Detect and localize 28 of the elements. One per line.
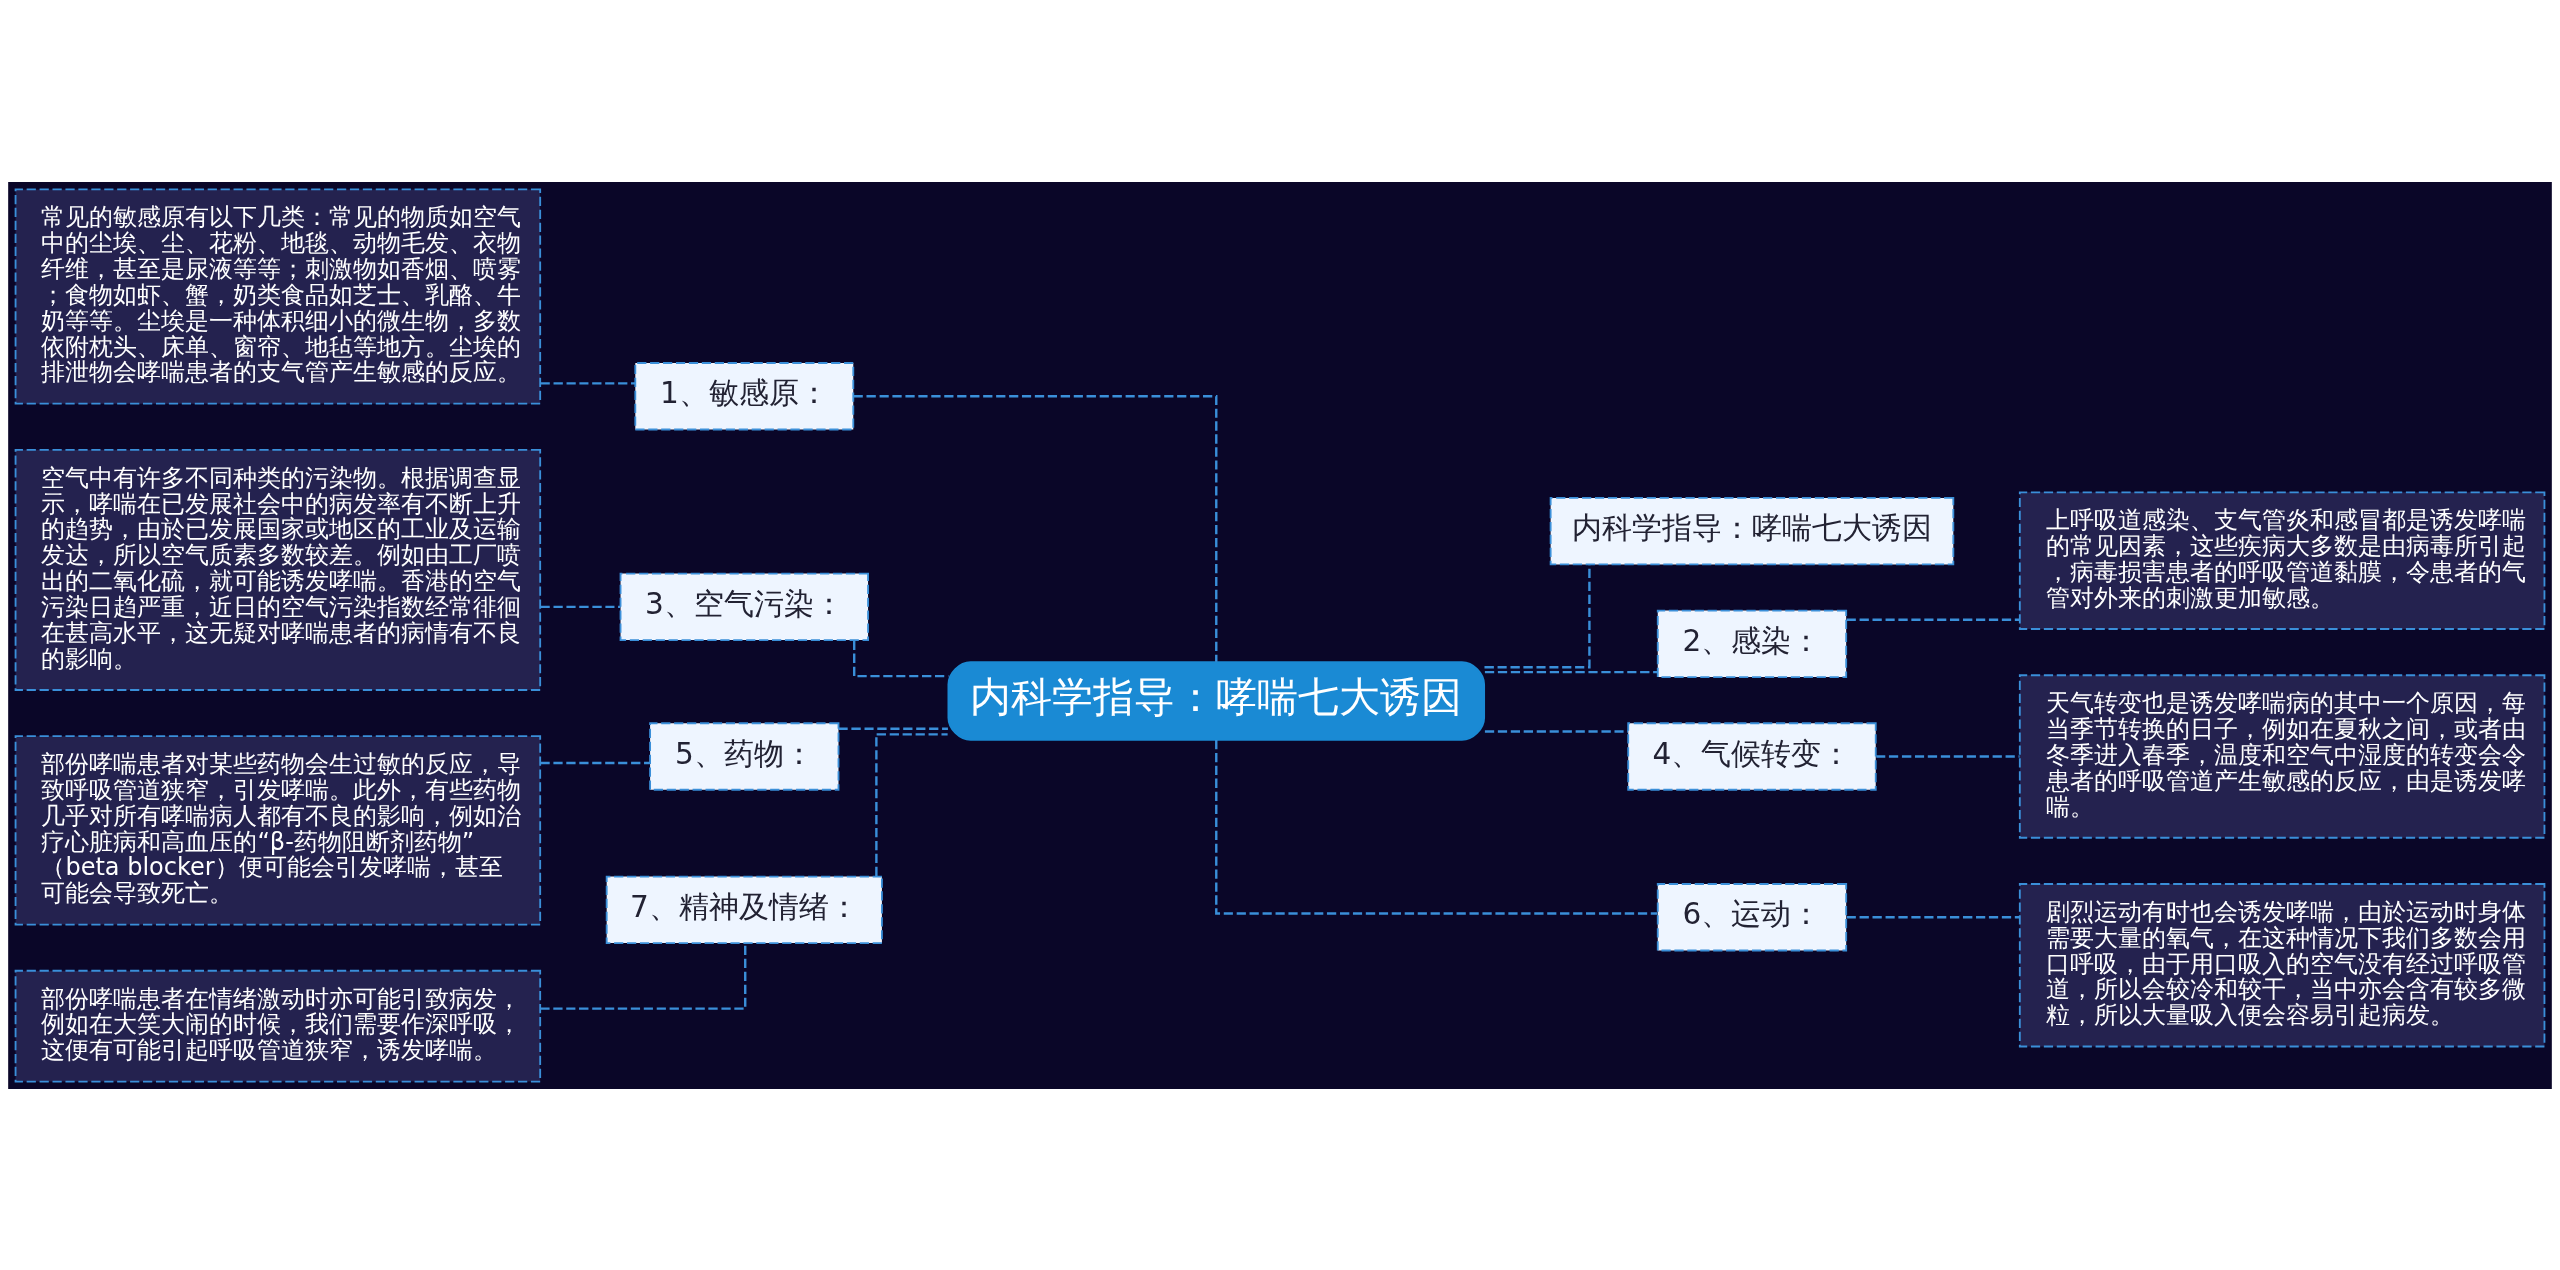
node-box: 部份哮喘患者对某些药物会生过敏的反应，导致呼吸管道狭窄，引发哮喘。此外，有些药物几乎对所有哮喘病人都有不良的影响，例如治疗心脏病和高血压的“β-药物阻断剂药物”（beta blocker）便可能会引发哮喘，甚至可能会导致死亡。 bbox=[14, 734, 542, 925]
connector bbox=[1876, 754, 2020, 758]
node-box: 6、运动： bbox=[1656, 882, 1848, 951]
node-box: 空气中有许多不同种类的污染物。根据调查显示，哮喘在已发展社会中的病发率有不断上升的趋势，由於已发展国家或地区的工业及运输发达，所以空气质素多数较差。例如由工厂喷出的二氧化硫，就可能诱发哮喘。香港的空气污染日趋严重，近日的空气污染指数经常徘徊在甚高水平，这无疑对哮喘患者的病情有不良的影响。 bbox=[14, 448, 542, 691]
node-box: 1、敏感原： bbox=[634, 361, 855, 430]
node-box: 内科学指导：哮喘七大诱因 bbox=[1549, 496, 1955, 565]
node-box: 3、空气污染： bbox=[619, 572, 869, 641]
connector bbox=[1215, 739, 1658, 915]
connector bbox=[1846, 915, 2020, 918]
node-box: 7、精神及情绪： bbox=[605, 875, 883, 944]
connector bbox=[1484, 670, 1658, 673]
node-box: 2、感染： bbox=[1656, 609, 1848, 678]
node-box: 天气转变也是诱发哮喘病的其中一个原因，每当季节转换的日子，例如在夏秋之间，或者由冬季进入春季，温度和空气中湿度的转变会令患者的呼吸管道产生敏感的反应，由是诱发哮喘。 bbox=[2018, 673, 2546, 839]
node-box: 4、气候转变： bbox=[1627, 721, 1877, 791]
connector bbox=[1484, 729, 1629, 733]
node-box: 5、药物： bbox=[649, 721, 840, 791]
connector bbox=[838, 727, 948, 730]
node-box: 上呼吸道感染、支气管炎和感冒都是诱发哮喘的常见因素，这些疾病大多数是由病毒所引起，病毒损害患者的呼吸管道黏膜，令患者的气管对外来的刺激更加敏感。 bbox=[2018, 490, 2546, 630]
connector bbox=[540, 381, 636, 385]
node-box: 剧烈运动有时也会诱发哮喘，由於运动时身体需要大量的氧气，在这种情况下我们多数会用口呼吸，由于用口吸入的空气没有经过呼吸管道，所以会较冷和较干，当中亦会含有较多微粒，所以大量吸入便会容易引起病发。 bbox=[2018, 882, 2546, 1047]
connector bbox=[875, 732, 948, 876]
node-box: 内科学指导：哮喘七大诱因 bbox=[947, 660, 1486, 741]
node-box: 部份哮喘患者在情绪激动时亦可能引致病发，例如在大笑大闹的时候，我们需要作深呼吸，这便有可能引起呼吸管道狭窄，诱发哮喘。 bbox=[14, 969, 542, 1083]
node-box: 常见的敏感原有以下几类：常见的物质如空气中的尘埃、尘、花粉、地毯、动物毛发、衣物纤维，甚至是尿液等等；刺激物如香烟、喷雾；食物如虾、蟹，奶类食品如芝士、乳酪、牛奶等等。尘埃是一种体积细小的微生物，多数依附枕头、床单、窗帘、地毡等地方。尘埃的排泄物会哮喘患者的支气管产生敏感的反应。 bbox=[14, 187, 542, 405]
connector bbox=[853, 394, 1218, 662]
connector bbox=[1846, 618, 2020, 621]
connector bbox=[540, 761, 650, 764]
connector bbox=[540, 605, 621, 608]
